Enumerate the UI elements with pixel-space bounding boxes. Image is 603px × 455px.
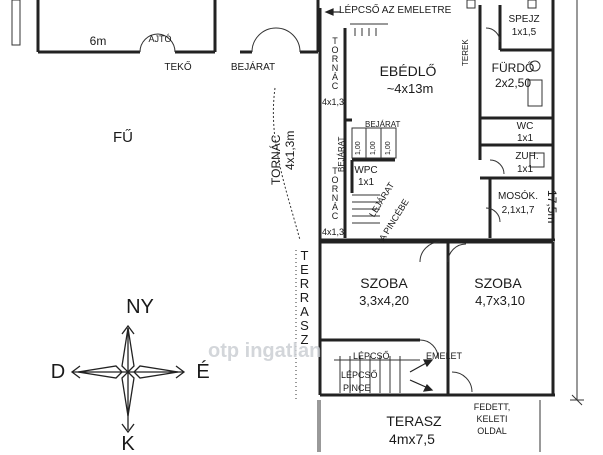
label-teko: TEKŐ: [164, 62, 192, 73]
label-szoba-2: SZOBA: [474, 275, 522, 291]
label-spejz: SPEJZ: [508, 14, 540, 25]
label-fedett-2: KELETI: [476, 414, 508, 424]
label-tornac-top: TORNÁC: [330, 36, 340, 90]
label-wc-size: 1x1: [516, 133, 534, 144]
walls: [36, 0, 555, 397]
label-furdo: FÜRDŐ: [491, 61, 535, 75]
label-tornac-left-size: 4x1,3m: [283, 130, 297, 170]
label-terasz-vertical: TERRASZ: [297, 248, 312, 346]
label-bejarat-small: BEJÁRAT: [365, 120, 401, 129]
compass-west: D: [50, 361, 66, 383]
compass-north: NY: [126, 296, 154, 318]
label-fedett-1: FEDETT,: [473, 402, 511, 412]
label-dim-100-c: 1,00: [385, 141, 392, 155]
compass-east: É: [196, 361, 210, 383]
label-dim-100-b: 1,00: [370, 141, 377, 155]
watermark: otp ingatlan: [208, 340, 322, 362]
label-tornac-bottom: TORNÁC: [330, 166, 340, 220]
label-tornac-top-size: 4x1,3: [322, 97, 345, 107]
label-szoba-2-size: 4,7x3,10: [475, 293, 525, 308]
label-ebedlo: EBÉDLŐ: [379, 63, 437, 79]
label-furdo-size: 2x2,50: [494, 76, 532, 90]
label-zuh: ZUH.: [515, 151, 539, 162]
label-wc: WC: [516, 121, 534, 132]
label-emelet: EMELET: [426, 351, 463, 361]
label-mosok: MOSÓK.: [497, 191, 539, 202]
label-terasz: TERASZ: [386, 413, 442, 429]
label-lepcso-emelet: LÉPCSŐ: [353, 351, 390, 361]
label-ebedlo-size: ~4x13m: [386, 81, 434, 96]
label-spejz-size: 1x1,5: [511, 27, 537, 38]
arrows: [324, 8, 434, 392]
label-tornac-left: TORNÁC: [269, 134, 283, 185]
label-wpc: WPC: [354, 165, 378, 176]
compass-rose: [70, 324, 186, 434]
label-zuh-size: 1x1: [516, 164, 534, 175]
label-length-175: 17,5m: [545, 190, 559, 224]
label-bejarat-main: BEJÁRAT: [230, 62, 276, 73]
label-dim-100-a: 1,00: [355, 141, 362, 155]
label-terasz-size: 4mx7,5: [389, 431, 435, 447]
label-pince: PINCE: [343, 383, 371, 393]
label-lepcso-emeletre: LÉPCSŐ AZ EMELETRE: [339, 5, 452, 16]
label-lepcso-pince: LÉPCSŐ: [341, 370, 378, 380]
label-fu: FŰ: [113, 129, 133, 146]
label-szoba-1: SZOBA: [360, 275, 408, 291]
label-ajto: AJTÓ: [148, 34, 172, 44]
label-tornac-bottom-size: 4x1,3: [322, 227, 345, 237]
label-fedett-3: OLDAL: [477, 426, 507, 436]
label-width-6m: 6m: [89, 34, 107, 48]
label-terek: TEREK: [461, 39, 470, 66]
label-szoba-1-size: 3,3x4,20: [359, 293, 409, 308]
compass-south: K: [121, 433, 135, 455]
thin-lines: [11, 0, 584, 452]
label-mosok-size: 2,1x1,7: [501, 205, 535, 216]
label-wpc-size: 1x1: [357, 177, 375, 188]
